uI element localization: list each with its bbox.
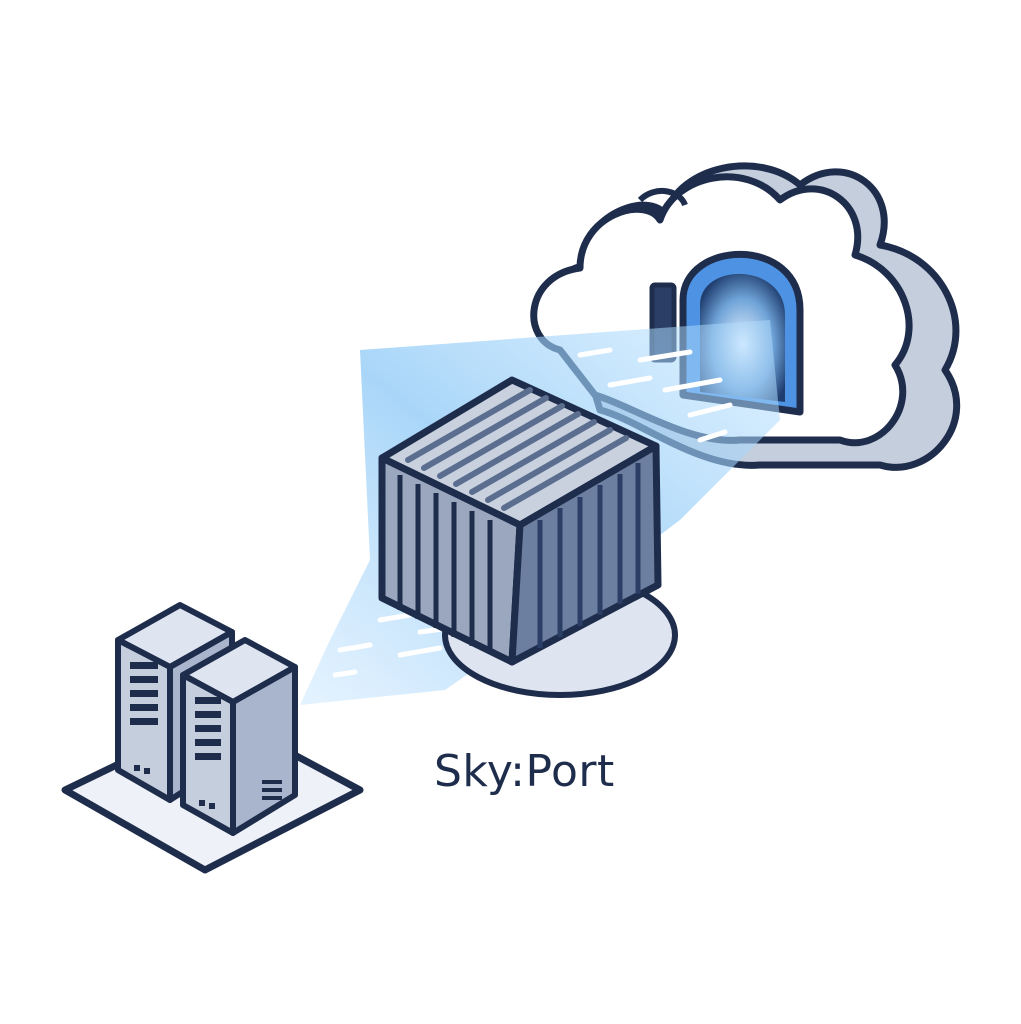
shipping-container-icon: [378, 376, 662, 666]
brand-wordmark: Sky:Port: [434, 746, 615, 797]
server-rack-icon: [61, 602, 364, 874]
